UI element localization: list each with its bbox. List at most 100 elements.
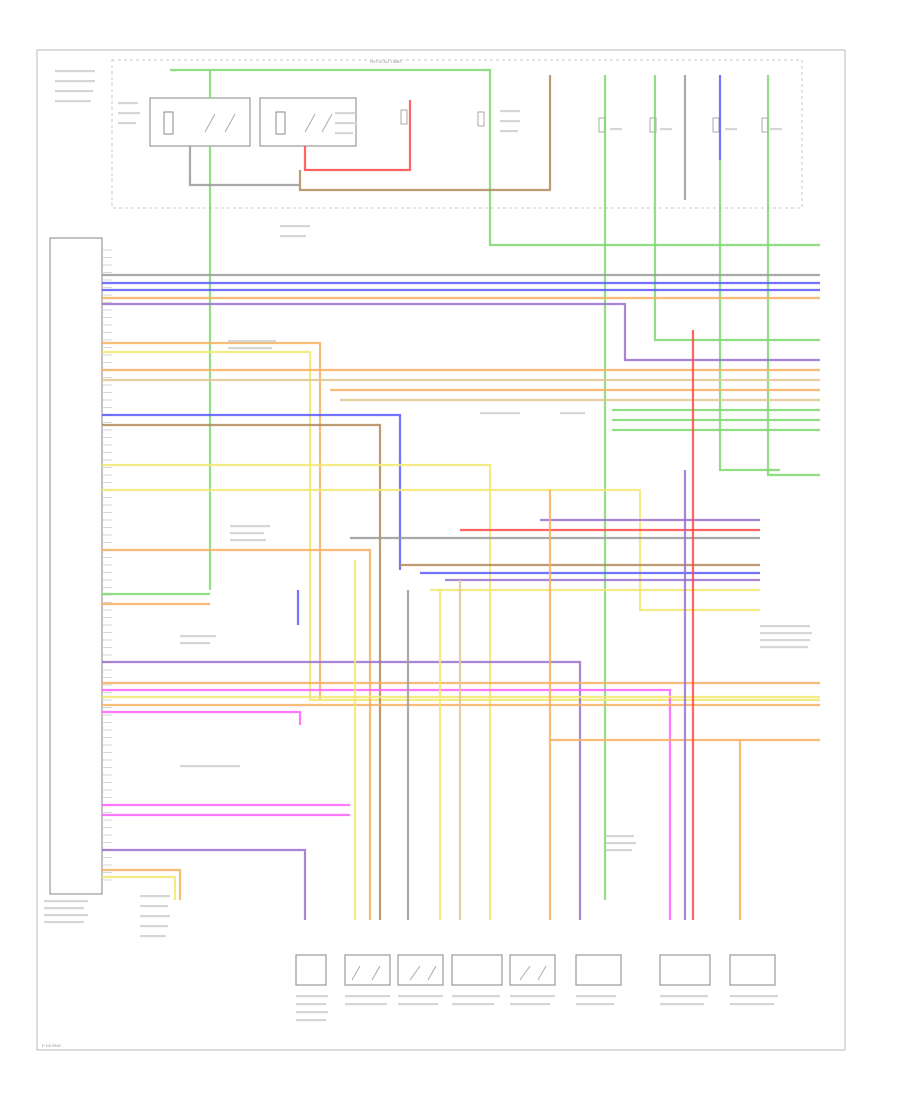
illegible-text bbox=[55, 100, 91, 103]
illegible-text bbox=[118, 102, 138, 105]
illegible-text bbox=[660, 1003, 704, 1006]
illegible-text bbox=[510, 995, 555, 998]
power-distribution-box bbox=[111, 59, 803, 209]
illegible-text bbox=[500, 120, 520, 123]
illegible-text bbox=[452, 1003, 494, 1006]
illegible-text bbox=[606, 849, 632, 852]
wire-green-right-2 bbox=[718, 160, 780, 472]
component-3 bbox=[397, 954, 444, 986]
illegible-text bbox=[398, 1003, 438, 1006]
wire-red-relay-2 bbox=[303, 100, 412, 172]
illegible-text bbox=[118, 112, 140, 115]
illegible-text bbox=[335, 132, 353, 135]
wire-yellow-2 bbox=[102, 463, 492, 920]
wire-purple-4 bbox=[102, 660, 582, 920]
illegible-text bbox=[140, 935, 166, 938]
illegible-text bbox=[606, 842, 636, 845]
illegible-text bbox=[280, 235, 306, 238]
illegible-text bbox=[730, 995, 778, 998]
illegible-text bbox=[760, 625, 810, 628]
illegible-text bbox=[55, 70, 95, 73]
illegible-text bbox=[770, 128, 782, 131]
illegible-text bbox=[140, 905, 168, 908]
wire-yellow-3 bbox=[102, 488, 760, 612]
wire-yellow-1 bbox=[102, 350, 820, 702]
wire-orange-10 bbox=[102, 868, 182, 900]
illegible-text bbox=[510, 1003, 550, 1006]
wire-blue-3 bbox=[102, 413, 402, 570]
illegible-text bbox=[760, 646, 808, 649]
illegible-text bbox=[725, 128, 737, 131]
illegible-text bbox=[180, 765, 240, 768]
hot-at-all-times-label: HOT AT ALL TIMES bbox=[370, 60, 402, 64]
illegible-text bbox=[606, 835, 634, 838]
relay-1 bbox=[149, 97, 251, 147]
illegible-text bbox=[55, 80, 95, 83]
bottom-components bbox=[295, 954, 776, 986]
illegible-text bbox=[345, 995, 390, 998]
illegible-text bbox=[230, 539, 266, 542]
illegible-text bbox=[296, 1003, 326, 1006]
illegible-text bbox=[118, 122, 136, 125]
illegible-text bbox=[140, 915, 170, 918]
component-2 bbox=[344, 954, 391, 986]
wire-green-far-right bbox=[766, 75, 820, 477]
wire-purple-1 bbox=[102, 302, 820, 362]
illegible-text bbox=[228, 340, 276, 343]
illegible-text bbox=[140, 895, 170, 898]
wire-green-top bbox=[170, 68, 820, 247]
illegible-text bbox=[296, 995, 328, 998]
wire-magenta-1 bbox=[102, 688, 672, 920]
wire-gray-relay-1 bbox=[188, 146, 300, 187]
illegible-text bbox=[452, 995, 500, 998]
relay-2-coil bbox=[275, 111, 286, 135]
illegible-text bbox=[335, 112, 355, 115]
fuses bbox=[400, 109, 769, 133]
illegible-text bbox=[560, 412, 585, 415]
illegible-text bbox=[280, 225, 310, 228]
illegible-text bbox=[335, 122, 357, 125]
component-4 bbox=[451, 954, 503, 986]
illegible-text bbox=[576, 1003, 614, 1006]
illegible-text bbox=[44, 900, 88, 903]
illegible-text bbox=[500, 110, 520, 113]
component-6 bbox=[575, 954, 622, 986]
illegible-text bbox=[55, 90, 93, 93]
diagram-frame bbox=[36, 49, 846, 1051]
relay-1-switch bbox=[204, 113, 236, 133]
illegible-text bbox=[180, 635, 216, 638]
illegible-text bbox=[660, 995, 708, 998]
illegible-text bbox=[44, 907, 84, 910]
ecu-pin-labels bbox=[102, 249, 112, 881]
page-code: P 1/2 ENG bbox=[42, 1043, 61, 1048]
component-8 bbox=[729, 954, 776, 986]
illegible-text bbox=[480, 412, 520, 415]
component-5 bbox=[509, 954, 556, 986]
wire-brown-1 bbox=[102, 423, 382, 920]
illegible-text bbox=[500, 130, 518, 133]
illegible-text bbox=[610, 128, 622, 131]
wire-yellow-6 bbox=[102, 875, 177, 900]
illegible-labels bbox=[44, 70, 812, 1022]
relay-1-coil bbox=[163, 111, 174, 135]
illegible-text bbox=[44, 914, 88, 917]
illegible-text bbox=[660, 128, 672, 131]
illegible-text bbox=[398, 995, 443, 998]
illegible-text bbox=[230, 532, 264, 535]
illegible-text bbox=[180, 642, 210, 645]
wire-orange-5 bbox=[102, 548, 372, 920]
wire-green-right bbox=[653, 75, 820, 342]
wire-purple-5 bbox=[102, 848, 307, 920]
wire-orange-2 bbox=[102, 341, 322, 700]
wire-brown-relay-out bbox=[298, 75, 552, 192]
wire-harness bbox=[102, 68, 820, 920]
illegible-text bbox=[760, 632, 812, 635]
bottom-component-switches bbox=[351, 965, 547, 981]
illegible-text bbox=[230, 525, 270, 528]
illegible-text bbox=[730, 1003, 774, 1006]
illegible-text bbox=[228, 347, 272, 350]
illegible-text bbox=[140, 925, 168, 928]
wire-magenta-2 bbox=[102, 710, 302, 725]
illegible-text bbox=[345, 1003, 387, 1006]
